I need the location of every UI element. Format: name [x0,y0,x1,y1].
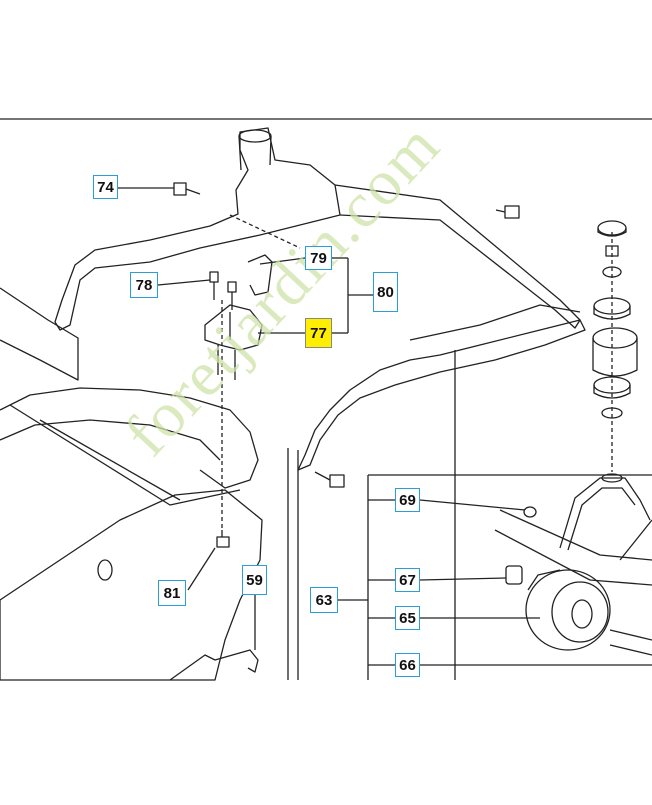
frame-arm-lower [297,319,586,471]
callout-79[interactable]: 79 [305,246,332,270]
callout-69[interactable]: 69 [395,488,420,512]
deck-body [0,489,263,681]
callout-81[interactable]: 81 [158,580,186,606]
bracket-77 [204,304,263,351]
callout-80[interactable]: 80 [373,272,398,312]
callout-59[interactable]: 59 [242,565,267,595]
caster-fork [559,477,651,549]
callout-77[interactable]: 77 [305,318,332,348]
crossbar [334,184,581,329]
caster-wheel [525,569,611,651]
axle-collar [505,565,523,585]
part-59 [169,649,259,681]
callout-74[interactable]: 74 [93,175,118,199]
nut-81 [216,536,230,548]
clip-79 [247,254,273,296]
pivot-tube [238,129,272,143]
callout-66[interactable]: 66 [395,653,420,677]
callout-65[interactable]: 65 [395,606,420,630]
deck-rail [9,404,241,506]
left-plate [0,287,79,381]
spacer-tube [592,327,638,349]
callout-67[interactable]: 67 [395,568,420,592]
callout-78[interactable]: 78 [130,272,158,298]
callout-63[interactable]: 63 [310,587,338,613]
